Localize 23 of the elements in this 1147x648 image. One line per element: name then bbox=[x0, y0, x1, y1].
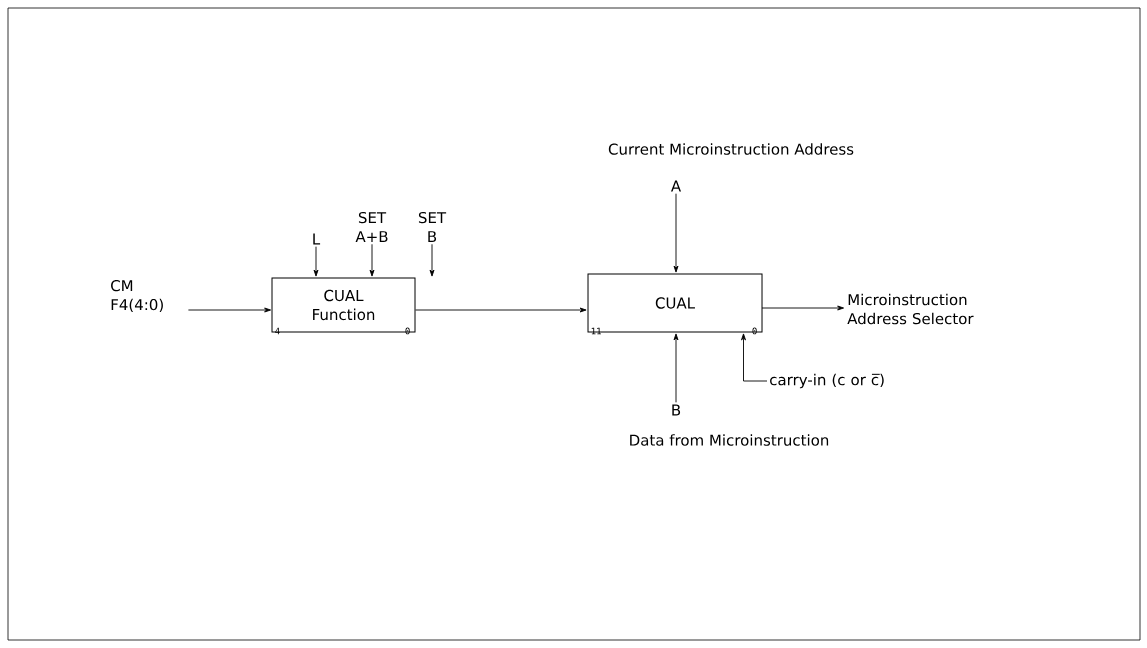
arrow bbox=[673, 193, 679, 273]
signal-label: carry-in (c or c̅) bbox=[770, 373, 884, 389]
bit-index: 11 bbox=[591, 327, 601, 335]
arrow bbox=[429, 243, 435, 277]
arrow bbox=[415, 307, 587, 313]
bit-index: 0 bbox=[405, 327, 410, 335]
bus-caption: Data from Microinstruction bbox=[630, 434, 829, 446]
arrow bbox=[313, 246, 319, 277]
arrow bbox=[741, 333, 768, 382]
signal-label: A bbox=[671, 180, 681, 192]
signal-label: SET A+B bbox=[355, 211, 388, 243]
arrow bbox=[761, 305, 845, 311]
signal-label: L bbox=[313, 233, 321, 245]
arrow bbox=[369, 243, 375, 277]
signal-label: B bbox=[672, 404, 681, 416]
bus-caption: Current Microinstruction Address bbox=[608, 143, 854, 155]
signal-label: CM F4(4:0) bbox=[111, 279, 163, 313]
signal-label: Microinstruction Address Selector bbox=[847, 293, 974, 325]
arrow bbox=[673, 333, 679, 403]
bit-index: 4 bbox=[275, 327, 280, 335]
arrow bbox=[187, 307, 272, 313]
bit-index: 0 bbox=[752, 327, 757, 335]
signal-label: SET B bbox=[418, 211, 447, 243]
